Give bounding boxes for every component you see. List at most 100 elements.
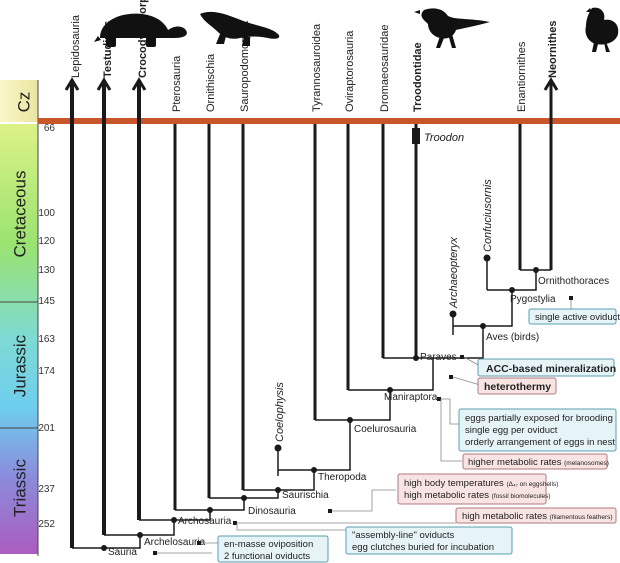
trait-note: (fossil biomolecules) xyxy=(492,493,551,500)
node-dot xyxy=(101,545,107,551)
fossil-label-troodon: Troodon xyxy=(424,132,464,144)
join-theropoda xyxy=(278,420,351,471)
node-label: Aves (birds) xyxy=(486,332,539,343)
node-label: Theropoda xyxy=(318,472,367,483)
trait-box-assembly-line xyxy=(345,526,513,555)
trait-boxes: single active oviduct ACC-based minerali… xyxy=(217,308,620,563)
trait-box-heterothermy xyxy=(477,377,557,395)
node-label: Archelosauria xyxy=(144,537,206,548)
age-label: 130 xyxy=(38,265,55,276)
taxon-label: Tyrannosauroidea xyxy=(311,23,323,112)
join-sauria xyxy=(72,535,141,549)
trait-markers xyxy=(153,296,573,555)
trait-box-single-oviduct xyxy=(528,308,617,325)
join-saurischia xyxy=(243,470,315,491)
age-label: 252 xyxy=(38,519,55,530)
fossil-label-coelophysis: Coelophysis xyxy=(274,382,286,442)
join-archelosauria xyxy=(104,520,175,536)
trait-text: en-masse oviposition xyxy=(224,539,313,550)
trait-text: ACC-based mineralization xyxy=(486,363,616,375)
node-label: Ornithothoraces xyxy=(538,276,609,287)
join-archosauria xyxy=(139,510,211,521)
chicken-icon xyxy=(585,7,619,52)
age-label: 120 xyxy=(38,236,55,247)
node-label: Paraves xyxy=(420,352,457,363)
trait-marker xyxy=(449,375,453,379)
taxon-label: Neornithes xyxy=(547,21,559,78)
trait-main: high metabolic rates xyxy=(404,490,492,501)
trait-box-acc xyxy=(477,358,615,377)
node-dot xyxy=(171,517,177,523)
age-label: 66 xyxy=(44,123,56,134)
trait-text: orderly arrangement of eggs in nest xyxy=(465,437,615,448)
node-dot xyxy=(241,495,247,501)
join-dino-base xyxy=(175,498,245,511)
join-coelurosauria xyxy=(315,390,391,421)
trait-main: high body temperatures xyxy=(404,478,506,489)
trait-marker xyxy=(153,551,157,555)
trait-marker xyxy=(460,355,464,359)
node-dot xyxy=(449,310,457,318)
node-dot xyxy=(311,467,317,473)
node-dot xyxy=(387,387,393,393)
node-dot xyxy=(137,532,143,538)
age-label: 237 xyxy=(38,484,55,495)
taxon-label: Dromaeosauridae xyxy=(379,25,391,112)
node-dots xyxy=(101,254,539,551)
age-ticks: 66 100 120 130 145 163 174 201 237 252 xyxy=(38,123,55,530)
trait-box-melanosomes xyxy=(462,453,608,470)
trait-text: high metabolic rates (fossil biomolecule… xyxy=(404,490,551,501)
connector-line xyxy=(452,376,481,386)
cz-band xyxy=(0,80,38,122)
age-label: 145 xyxy=(38,296,55,307)
trait-text: egg clutches buried for incubation xyxy=(352,542,494,553)
fossil-label-archaeopteryx: Archaeopteryx xyxy=(448,237,460,309)
trait-text: high metabolic rates (filamentous feathe… xyxy=(462,511,613,522)
tortoise-icon xyxy=(94,13,187,47)
trait-marker xyxy=(197,541,201,545)
node-label: Pygostylia xyxy=(510,294,556,305)
connector-line xyxy=(441,398,460,425)
trait-marker xyxy=(437,397,441,401)
node-dot xyxy=(274,444,282,452)
trait-text: eggs partially exposed for brooding xyxy=(465,413,613,424)
taxon-label: Ornithischia xyxy=(205,53,217,112)
age-label: 174 xyxy=(38,366,55,377)
node-dot xyxy=(275,487,281,493)
age-label: 163 xyxy=(38,334,55,345)
join-maniraptora xyxy=(348,358,434,391)
trait-note: (Δ₄₇ on eggshells) xyxy=(506,481,558,488)
trait-box-brooding xyxy=(458,408,617,452)
period-label-cretaceous: Cretaceous xyxy=(10,171,29,258)
taxon-label: Lepidosauria xyxy=(70,14,82,78)
connector-line xyxy=(440,399,462,462)
node-label: Saurischia xyxy=(282,490,329,501)
arrowhead-icon xyxy=(96,77,112,91)
time-scale: Cz Cretaceous Jurassic Triassic 66 100 1… xyxy=(0,80,55,556)
node-dot xyxy=(207,507,213,513)
connector-line xyxy=(332,489,396,512)
trait-text: higher metabolic rates (melanosomes) xyxy=(468,457,609,468)
phylogenetic-tree xyxy=(70,80,553,549)
trait-marker xyxy=(233,521,237,525)
trait-box-body-temperature xyxy=(397,473,547,505)
node-dot xyxy=(483,254,491,262)
node-dot xyxy=(533,267,539,273)
trait-text: 2 functional oviducts xyxy=(224,551,310,562)
node-dot xyxy=(509,287,515,293)
trait-box-feathers xyxy=(455,507,617,524)
trait-note: (filamentous feathers) xyxy=(550,514,613,521)
period-label-triassic: Triassic xyxy=(10,459,29,517)
node-label: Sauria xyxy=(108,547,137,558)
fossil-labels: Troodon Coelophysis Archaeopteryx Confuc… xyxy=(274,132,494,442)
trait-marker xyxy=(569,296,573,300)
trait-text: heterothermy xyxy=(484,381,551,393)
connector-line xyxy=(236,523,346,531)
node-label: Coelurosauria xyxy=(354,424,417,435)
join-aves xyxy=(453,290,513,327)
trait-text: single egg per oviduct xyxy=(465,425,558,436)
arrowhead-icon xyxy=(64,77,80,91)
arrowhead-icon xyxy=(131,77,147,91)
node-labels: Ornithothoraces Pygostylia Aves (birds) … xyxy=(108,276,609,558)
